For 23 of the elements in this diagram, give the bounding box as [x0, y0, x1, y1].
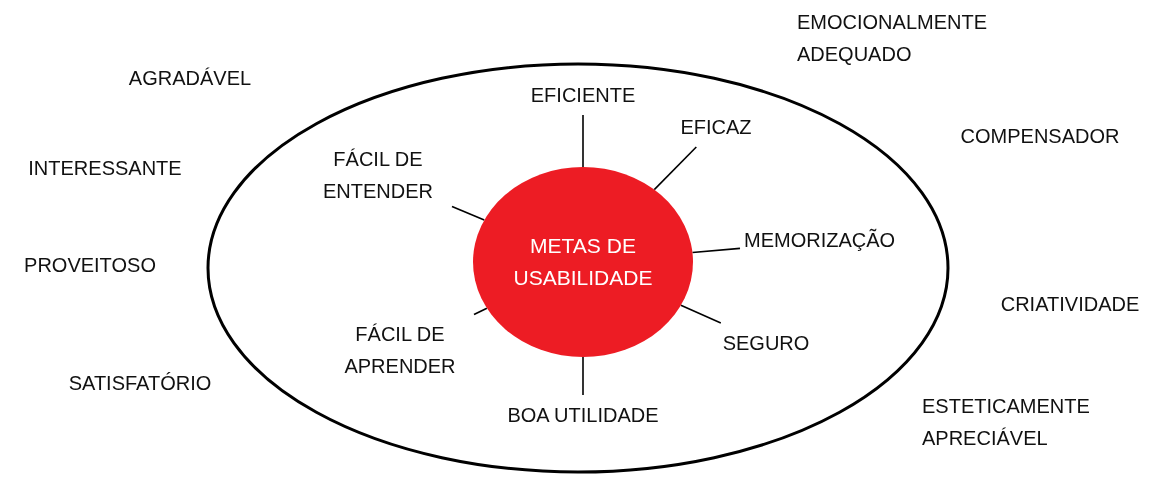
experience-goal-label: INTERESSANTE — [27, 156, 183, 181]
experience-goal-label: CRIATIVIDADE — [999, 292, 1141, 317]
goal-label: MEMORIZAÇÃO — [744, 224, 930, 256]
connector-line — [473, 307, 488, 316]
connector-line — [653, 146, 698, 191]
experience-goal-label: SATISFATÓRIO — [67, 371, 213, 396]
goal-label: EFICAZ — [676, 111, 756, 143]
goal-label: EFICIENTE — [523, 79, 643, 111]
connector-line — [680, 304, 722, 324]
experience-goal-label: AGRADÁVEL — [127, 66, 253, 91]
experience-goal-label: EMOCIONALMENTE ADEQUADO — [797, 10, 989, 67]
experience-goal-label: ESTETICAMENTE APRECIÁVEL — [922, 394, 1091, 451]
connector-line — [582, 114, 584, 168]
connector-line — [451, 205, 486, 221]
goal-circle: METAS DE USABILIDADE — [473, 167, 693, 357]
goal-label: FÁCIL DE APRENDER — [330, 318, 470, 382]
goal-label: BOA UTILIDADE — [488, 399, 678, 431]
connector-line — [691, 247, 741, 254]
connector-line — [582, 356, 584, 396]
goal-label: FÁCIL DE ENTENDER — [308, 143, 448, 207]
experience-goal-label: PROVEITOSO — [23, 253, 157, 278]
goal-label: SEGURO — [716, 327, 816, 359]
experience-goal-label: COMPENSADOR — [959, 124, 1121, 149]
